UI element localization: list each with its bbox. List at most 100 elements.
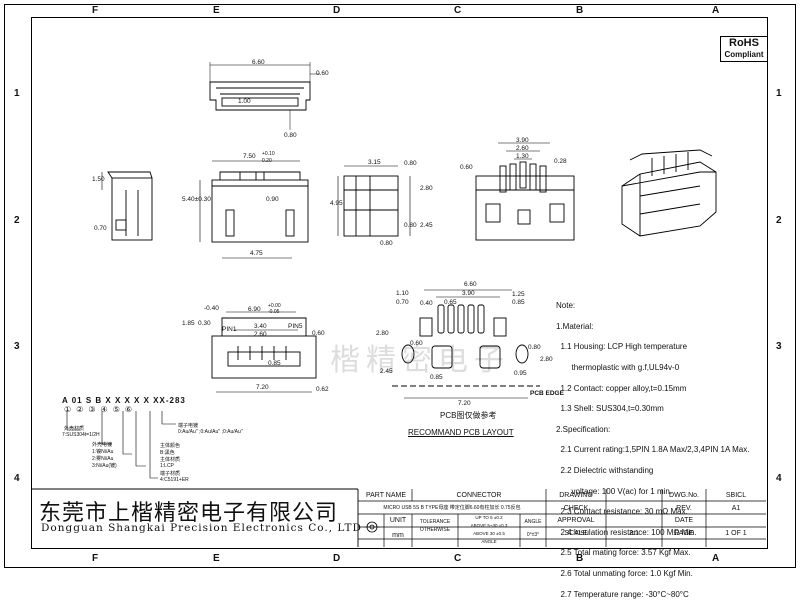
dim-top-660: 6.60 [252,59,265,66]
code-label-terminal-plating-val: 0:Au/Au'' ;0:Au/Au'' ;0:Au/Au'' [178,429,243,435]
dim-front-750: 7.50 [243,153,256,160]
title-block-grid [358,489,766,547]
part-code-leaders [66,411,176,479]
circle-3: ③ [88,405,101,414]
tb-description: MICRO USB 5S B TYPE母座 带定位脚6.60有柱加长 0.75反… [383,505,521,511]
code-label-shell-plating: 外壳电镀 [92,442,113,448]
technical-drawing [31,62,766,547]
dim-side-080a: 0.80 [404,160,417,167]
circle-2: ② [76,405,89,414]
dim-pcb-060: 0.60 [410,340,423,347]
tb-rev-label: REV. [676,505,692,512]
code-label-terminal-material: 端子材质 [160,471,181,477]
dim-pcb-065: 0.65 [444,299,457,306]
col-footer-f: F [92,553,99,564]
tb-unit-label: UNIT [389,517,407,524]
dim-bottom-185: 1.85 [182,320,195,327]
dim-back-028: 0.28 [554,158,567,165]
dim-back-060: 0.60 [460,164,473,171]
dim-front-tol: +0.10 [262,151,275,157]
tb-tol-row-2: ABOVE 5~30 ±0.3 [470,523,508,528]
dim-front-475: 4.75 [250,250,263,257]
bottom-view [211,311,317,393]
side-view [337,165,411,237]
tb-scale-label: SCALE [564,530,588,537]
note-line: voltage: 100 V(ac) for 1 min. [556,486,673,496]
dim-bottom-040: -0.40 [204,305,219,312]
code-label-shell-plating-2: 2:雾Ni/Au [92,456,114,462]
tb-tol-row-1: UP TO 5 ±0.2 [475,515,503,520]
col-footer-a: A [712,553,720,564]
code-label-terminal-material-val: 4:C5191+ER [160,477,189,483]
dim-bottom-tol1: +0.00 [268,303,281,309]
iso-view [621,149,717,237]
dim-front-540: 5.40±0.30 [182,196,211,203]
circle-4: ④ [100,405,113,414]
tb-unit: mm [392,532,404,539]
circle-5: ⑤ [112,405,125,414]
code-label-shell-plating-3: 3:Ni/Au(镀) [92,463,117,469]
pcb-caption: PCB图仅做参考 [440,411,497,420]
dim-bottom-030: 0.30 [198,320,211,327]
dim-pcb-110: 1.10 [396,290,409,297]
col-header-c: C [454,5,462,16]
row-header-1: 1 [14,88,20,99]
tb-date-label: DATE [674,517,694,524]
code-label-shell-plating-1: 1:镍Ni/Au [92,449,114,455]
circle-6: ⑥ [124,405,138,414]
watermark: 楷精密电子 [330,344,510,377]
dim-pcb-040: 0.40 [420,300,433,307]
col-footer-d: D [333,553,341,564]
dim-top-080: 0.80 [284,132,297,139]
drawing-frame [31,17,768,549]
tb-otherwise-label: OTHERWISE [419,527,451,533]
code-label-body-color-val: B:黑色 [160,450,175,456]
dim-side-080b: 0.80 [404,222,417,229]
dim-bottom-260: 2.60 [254,331,267,338]
dim-pcb-070: 0.70 [396,299,409,306]
code-label-shell-material: 外壳材质 [64,426,85,432]
rohs-title: RoHS [729,37,759,49]
row-header-3: 3 [14,341,20,352]
back-view [475,142,575,241]
note-line: thermoplastic with g.f,UL94v-0 [556,363,680,373]
note-line: 1.1 Housing: LCP High temperature [556,342,688,352]
dim-side-245: 2.45 [420,222,433,229]
dim-back-390: 3.90 [516,137,529,144]
tb-check-label: CHECK [563,505,589,512]
outer-border [4,4,796,568]
code-label-shell-material-val: 7:SUS304t=1/2H [62,432,100,438]
dim-side-080c: 0.80 [380,240,393,247]
row-header-3-right: 3 [776,341,782,352]
tb-page-label: PAGE [674,530,694,537]
dim-pcb-720: 7.20 [458,400,471,407]
note-line: 2.1 Current rating:1,5PIN 1.8A Max/2,3,4… [556,445,750,455]
dim-pcb-085b: 0.85 [430,374,443,381]
tb-tolerance-label: TOLERANCE [419,519,451,525]
code-label-body-color: 主体颜色 [160,443,181,449]
note-line: 2.7 Temperature range: -30°C~80°C [556,589,689,599]
row-header-4-right: 4 [776,473,782,484]
dim-pcb-660: 6.60 [464,281,477,288]
pcb-edge-label: PCB EDGE [530,390,564,397]
dim-pcb-080: 0.80 [528,344,541,351]
note-line: 2.5 Total mating force: 3.57 Kgf Max. [556,548,691,558]
tb-approval-label: APPROVAL [557,517,595,524]
row-header-4: 4 [14,473,20,484]
dim-bottom-085: 0.85 [268,360,281,367]
note-line: Note: [556,301,576,311]
pcb-layout [392,289,540,399]
tb-drawing-label: DRAWING [559,492,593,499]
dim-back-130: 1.30 [516,153,529,160]
company-name-en: Dongguan Shangkai Precision Electronics … [41,522,362,534]
tb-dwg-no: SBICL [725,492,747,499]
circle-1: ① [64,405,77,414]
rohs-subtitle: Compliant [724,50,764,59]
col-footer-b: B [576,553,584,564]
front-view [199,160,309,259]
tb-part-name: CONNECTOR [456,492,502,499]
dim-bottom-690: 6.90 [248,306,261,313]
dim-left-150: 1.50 [92,176,105,183]
tb-page: 1 OF 1 [725,530,747,537]
col-footer-c: C [454,553,462,564]
